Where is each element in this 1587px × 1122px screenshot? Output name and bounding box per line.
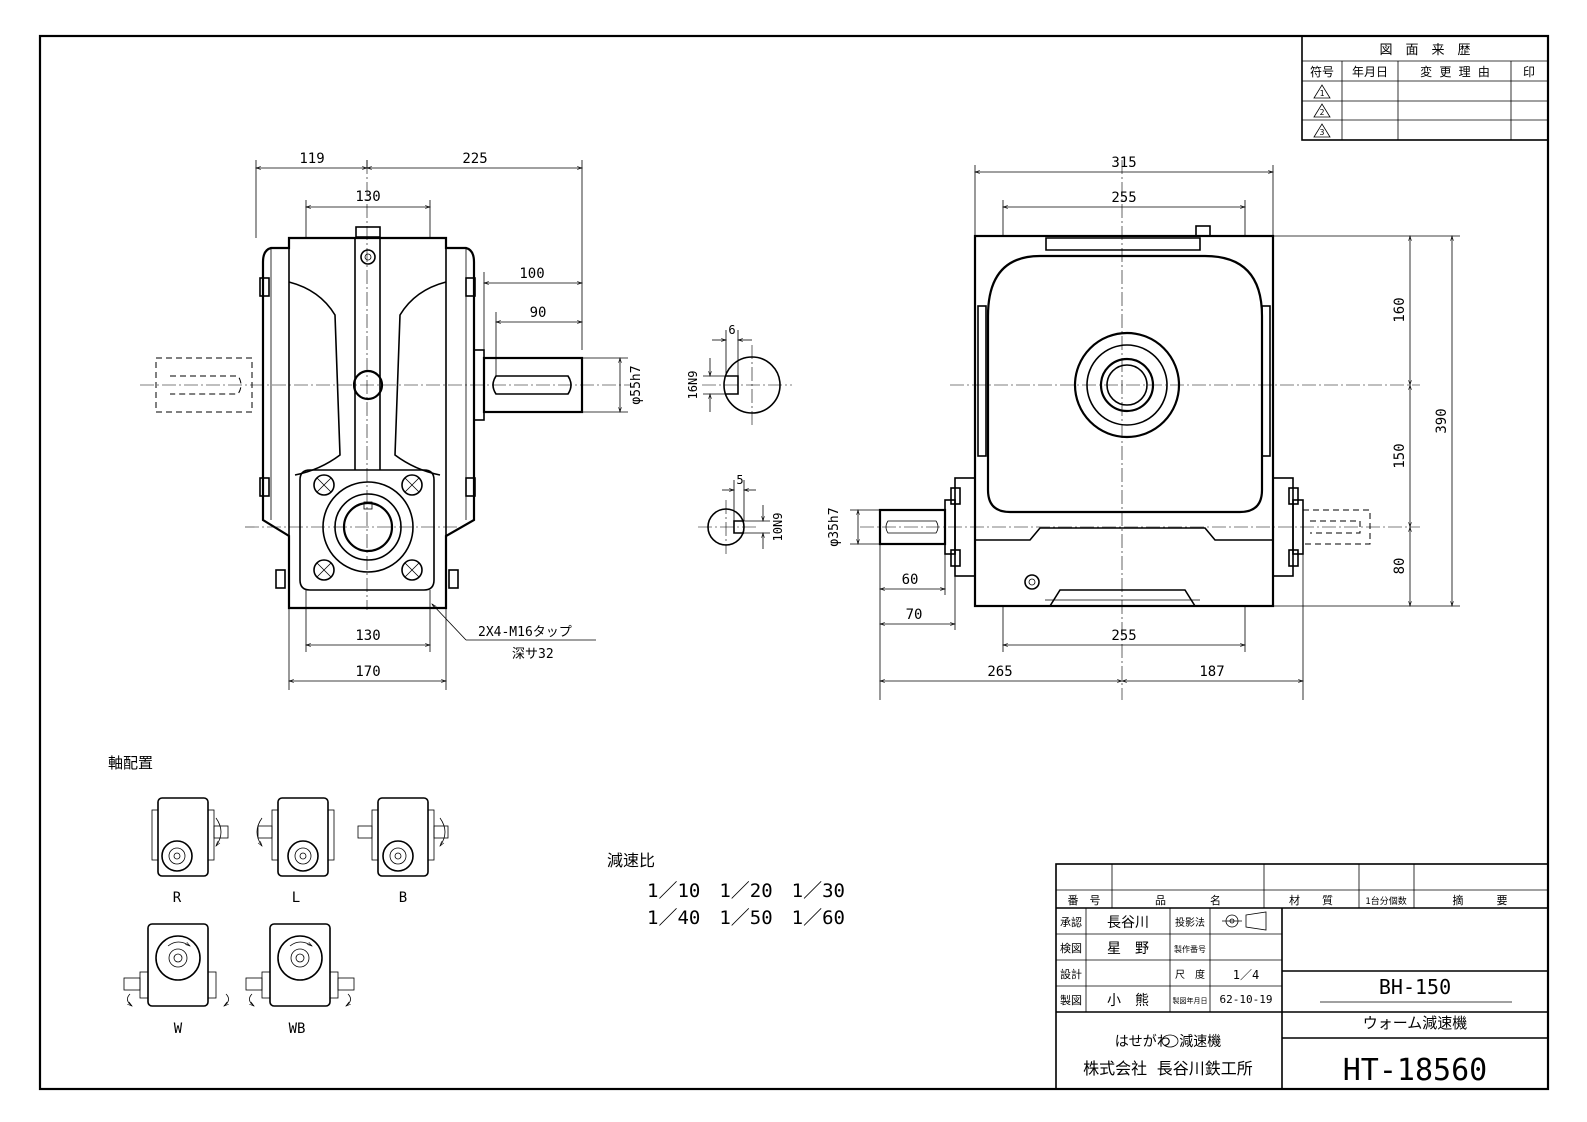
dim-100: 100	[519, 266, 544, 282]
svg-text:6: 6	[728, 323, 735, 337]
dim-315: 315	[1111, 155, 1136, 171]
svg-text:製図年月日: 製図年月日	[1173, 996, 1208, 1005]
svg-text:検図: 検図	[1060, 941, 1082, 955]
dim-170: 170	[355, 664, 380, 680]
company-line-2: 株式会社 長谷川鉄工所	[1083, 1059, 1253, 1078]
revision-triangle-3: 3	[1313, 123, 1331, 138]
arrangement-L: L	[256, 797, 335, 906]
side-view: 315 255 160 150 80 390 φ35h7 60 70 255	[827, 155, 1460, 700]
svg-text:小 熊: 小 熊	[1107, 993, 1149, 1009]
arrangement-R: R	[151, 797, 229, 906]
dim-187: 187	[1199, 664, 1224, 680]
dim-130-upper: 130	[355, 189, 380, 205]
dim-130-lower: 130	[355, 628, 380, 644]
tap-note: 2X4-M16タップ	[478, 625, 572, 640]
svg-text:製作番号: 製作番号	[1174, 944, 1206, 954]
dim-225: 225	[462, 151, 487, 167]
dim-80: 80	[1392, 558, 1408, 575]
drawing-date: 62-10-19	[1220, 993, 1273, 1006]
company-logo	[1161, 1034, 1179, 1048]
ratio-row-2: 1／40 1／50 1／60	[647, 907, 845, 929]
revision-triangle-2: 2	[1313, 103, 1331, 118]
drawing-number: HT-18560	[1343, 1053, 1488, 1088]
dim-shaft-55: φ55h7	[629, 365, 644, 404]
tap-hole-tl	[313, 474, 335, 496]
svg-text:1台分個数: 1台分個数	[1365, 895, 1406, 907]
tap-hole-bl	[313, 559, 335, 581]
revision-header-date: 年月日	[1352, 65, 1388, 79]
revision-header-reason: 変 更 理 由	[1420, 64, 1490, 79]
svg-text:5: 5	[736, 473, 743, 487]
svg-text:星 野: 星 野	[1107, 941, 1149, 957]
tap-hole-tr	[401, 474, 423, 496]
dim-90: 90	[530, 305, 547, 321]
tap-depth-note: 深サ32	[512, 647, 554, 662]
svg-text:設計: 設計	[1060, 967, 1082, 981]
revision-table: 図 面 来 歴 符号 年月日 変 更 理 由 印 1 2 3	[1301, 35, 1549, 141]
svg-text:尺 度: 尺 度	[1175, 968, 1205, 981]
svg-text:材 質: 材 質	[1289, 893, 1333, 907]
revision-header-seal: 印	[1523, 65, 1535, 79]
svg-text:品 名: 品 名	[1155, 893, 1221, 907]
arrangement-W: W	[123, 923, 229, 1037]
dim-255-top: 255	[1111, 190, 1136, 206]
ratio-title: 減速比	[607, 851, 655, 870]
dim-390: 390	[1434, 408, 1450, 433]
svg-text:番 号: 番 号	[1068, 894, 1101, 907]
key-section-upper: 6 16N9	[686, 323, 792, 425]
arrangement-WB: WB	[245, 923, 355, 1037]
dim-shaft-35: φ35h7	[827, 507, 842, 546]
revision-triangle-1: 1	[1313, 84, 1331, 99]
dim-265: 265	[987, 664, 1012, 680]
dim-119: 119	[299, 151, 324, 167]
ratio-row-1: 1／10 1／20 1／30	[647, 880, 845, 902]
title-block: 番 号 品 名 材 質 1台分個数 摘 要 承認 長谷川 投影法 検図 星 野 …	[1055, 863, 1549, 1090]
svg-text:製図: 製図	[1060, 993, 1082, 1007]
company-line-1: はせがわ 減速機	[1115, 1033, 1221, 1050]
front-view: 119 225 130 100 90 φ55h7 130 170 2X4-M16…	[140, 151, 644, 690]
label-L: L	[292, 890, 300, 906]
label-B: B	[399, 890, 407, 906]
svg-text:投影法: 投影法	[1175, 916, 1205, 929]
dim-60: 60	[902, 572, 919, 588]
svg-text:3: 3	[1320, 128, 1325, 137]
label-R: R	[173, 890, 182, 906]
svg-text:2: 2	[1320, 108, 1325, 117]
shaft-arrangement-title: 軸配置	[108, 754, 153, 772]
key-section-lower: 5 10N9	[698, 473, 785, 554]
product-name: ウォーム減速機	[1363, 1014, 1468, 1032]
model-name: BH-150	[1379, 975, 1451, 999]
svg-text:承認: 承認	[1060, 915, 1082, 929]
svg-text:長谷川: 長谷川	[1107, 915, 1149, 931]
svg-text:1: 1	[1320, 89, 1325, 98]
svg-text:10N9: 10N9	[771, 513, 785, 542]
revision-title: 図 面 来 歴	[1379, 43, 1470, 58]
dim-150: 150	[1392, 443, 1408, 468]
tap-hole-br	[401, 559, 423, 581]
svg-text:16N9: 16N9	[686, 371, 700, 400]
label-WB: WB	[289, 1021, 306, 1037]
arrangement-B: B	[357, 797, 449, 906]
projection-symbol	[1222, 911, 1267, 931]
dim-255-bottom: 255	[1111, 628, 1136, 644]
dim-160: 160	[1392, 297, 1408, 322]
svg-text:摘 要: 摘 要	[1453, 893, 1508, 907]
revision-header-symbol: 符号	[1310, 64, 1334, 79]
dim-70: 70	[906, 607, 923, 623]
sheet-border	[38, 34, 1550, 1091]
label-W: W	[174, 1021, 183, 1037]
scale-value: 1／4	[1233, 968, 1259, 982]
